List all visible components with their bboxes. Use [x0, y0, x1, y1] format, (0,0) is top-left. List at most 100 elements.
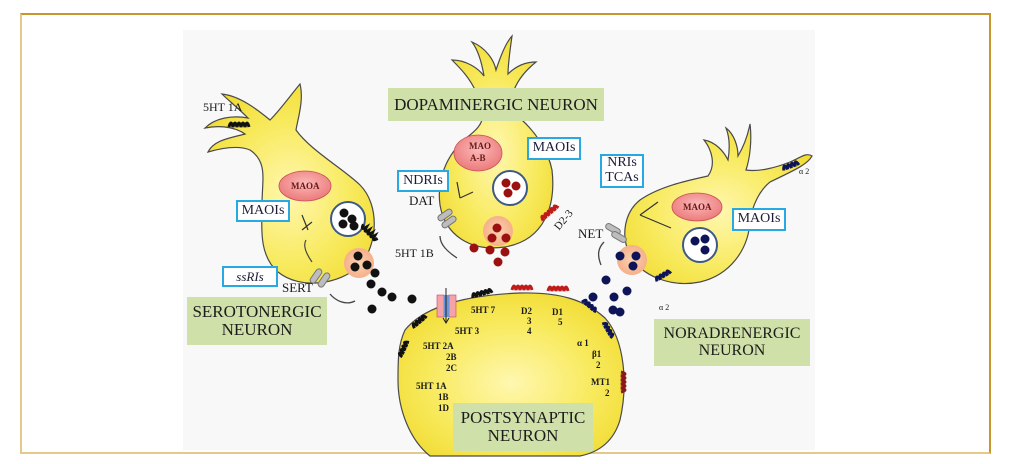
- noradrenaline-molecule: [609, 292, 619, 302]
- 5ht1b-receptor: [360, 223, 379, 242]
- serotonin-molecule: [362, 260, 372, 270]
- 5ht2b-label: 2B: [446, 352, 457, 362]
- alpha2-terminal-receptor: [654, 269, 673, 282]
- serotonergic-enzyme-label: MAOA: [291, 181, 320, 191]
- net-transporter: [605, 223, 627, 243]
- alpha2-dendrite-receptor: [782, 160, 801, 171]
- serotonin-molecule: [347, 214, 357, 224]
- drug-label: MAOIs: [737, 211, 781, 227]
- noradrenaline-molecule: [628, 261, 638, 271]
- noradrenergic-maoa-enzyme: [671, 192, 723, 222]
- serotonergic-maoa-enzyme: [278, 170, 332, 202]
- serotonin-molecule: [353, 251, 363, 261]
- dopamine-molecule: [501, 233, 511, 243]
- dat-label: DAT: [409, 193, 435, 208]
- serotonergic-maoi-drug-box: MAOIs: [236, 200, 290, 222]
- alpha2-dendrite-label: α 2: [799, 167, 810, 176]
- serotonin-molecule: [338, 219, 348, 229]
- alpha1-receptor: [581, 298, 597, 314]
- 5ht1b-label: 5HT 1B: [395, 246, 434, 260]
- 5ht2-receptor: [411, 314, 428, 329]
- 5ht7-label: 5HT 7: [471, 305, 496, 315]
- noradrenergic-arrow: [639, 201, 672, 229]
- 5ht3-ion-channel: [436, 288, 457, 324]
- drug-label: MAOIs: [241, 202, 285, 218]
- 5ht3-label: 5HT 3: [455, 326, 480, 336]
- noradrenaline-molecule: [615, 307, 625, 317]
- 5ht2a-label: 5HT 2A: [423, 341, 454, 351]
- noradrenaline-molecule: [700, 245, 710, 255]
- dopaminergic-enzyme-label-line2: A-B: [470, 153, 486, 163]
- dopamine-molecule: [487, 233, 497, 243]
- dopaminergic-arrow: [456, 181, 474, 199]
- net-reuptake-arrow: [597, 241, 605, 266]
- d4-label: 4: [527, 326, 532, 336]
- mt1-label: MT1: [591, 377, 610, 387]
- 5ht7-receptor: [471, 287, 494, 299]
- dopaminergic-maoi-drug-box: MAOIs: [527, 137, 581, 160]
- alpha1-label: α 1: [577, 338, 589, 348]
- ssri-drug-box: ssRIs: [222, 266, 278, 287]
- dopaminergic-neuron-label-text: DOPAMINERGIC NEURON: [394, 94, 598, 114]
- noradrenergic-neuron-label-line1: NORADRENERGIC: [663, 324, 801, 342]
- serotonin-molecule: [339, 208, 349, 218]
- 5ht1-receptor: [397, 340, 410, 359]
- d1-label: D1: [552, 307, 563, 317]
- sert-reuptake-arrow: [329, 293, 356, 304]
- serotonin-molecule: [366, 279, 376, 289]
- noradrenaline-molecule: [700, 234, 710, 244]
- dopaminergic-vesicle: [492, 170, 528, 206]
- 5ht2c-label: 2C: [446, 363, 457, 373]
- drug-label: ssRIs: [236, 268, 264, 284]
- noradrenaline-molecule: [690, 236, 700, 246]
- d2-3-receptor: [540, 204, 560, 222]
- dopamine-molecule: [503, 188, 513, 198]
- serotonin-molecule: [350, 262, 360, 272]
- serotonergic-uptake-arrow: [304, 239, 313, 263]
- noradrenaline-molecule: [588, 292, 598, 302]
- postsynaptic-neuron-label-line2: NEURON: [487, 426, 559, 445]
- serotonin-molecule: [377, 287, 387, 297]
- noradrenaline-molecule: [615, 251, 625, 261]
- sert-label: SERT: [282, 280, 314, 295]
- noradrenaline-molecule: [631, 251, 641, 261]
- noradrenergic-release-vesicle: [617, 245, 647, 275]
- serotonergic-release-vesicle: [344, 248, 374, 278]
- serotonin-molecule: [367, 304, 377, 314]
- noradrenergic-neuron-label-line2: NEURON: [698, 341, 766, 359]
- noradrenaline-molecule: [622, 286, 632, 296]
- noradrenergic-maoi-drug-box: MAOIs: [732, 208, 786, 231]
- drug-label: MAOIs: [532, 140, 576, 156]
- dopamine-molecule: [493, 257, 503, 267]
- dopaminergic-enzyme-label-line1: MAO: [469, 141, 491, 151]
- dopaminergic-neuron-label: DOPAMINERGIC NEURON: [388, 88, 604, 121]
- dopamine-molecule: [492, 223, 502, 233]
- dopamine-molecule: [469, 243, 479, 253]
- postsynaptic-neuron-label: POSTSYNAPTIC NEURON: [453, 403, 593, 451]
- noradrenergic-vesicle: [682, 227, 718, 263]
- postsynaptic-neuron-label-line1: POSTSYNAPTIC: [460, 408, 586, 428]
- serotonin-molecule: [349, 221, 359, 231]
- dat-transporter: [437, 208, 457, 229]
- dopaminergic-mao-enzyme: [453, 134, 503, 172]
- dat-reuptake-arrow: [439, 235, 458, 259]
- 5ht1b-post-label: 1B: [438, 392, 449, 402]
- beta-receptor: [601, 321, 615, 340]
- 5ht1a-receptor: [227, 121, 251, 128]
- beta2-label: 2: [596, 360, 601, 370]
- noradrenaline-molecule: [601, 275, 611, 285]
- drug-label: NDRIs: [403, 172, 443, 188]
- serotonin-molecule: [370, 268, 380, 278]
- dopamine-molecule: [501, 178, 511, 188]
- mt2-label: 2: [605, 388, 610, 398]
- serotonergic-neuron-label-line1: SEROTONERGIC: [192, 302, 322, 322]
- sert-transporter: [309, 268, 331, 288]
- dopamine-molecule: [500, 247, 510, 257]
- alpha2-terminal-label: α 2: [659, 303, 670, 312]
- drug-label-line1: NRIs: [607, 155, 637, 171]
- d5-label: 5: [558, 317, 563, 327]
- 5ht1a-post-label: 5HT 1A: [416, 381, 447, 391]
- d2-receptor: [510, 284, 534, 291]
- noradrenergic-enzyme-label: MAOA: [683, 202, 712, 212]
